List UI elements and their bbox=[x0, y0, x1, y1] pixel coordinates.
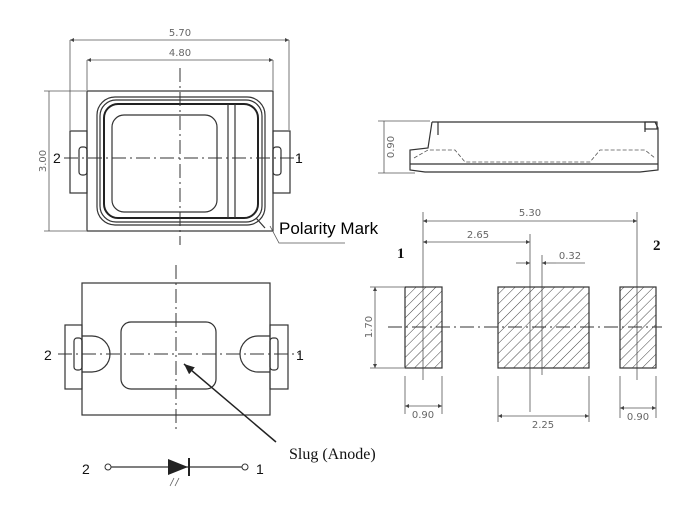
dim-4-80: 4.80 bbox=[169, 48, 191, 59]
dim-2-65: 2.65 bbox=[467, 230, 489, 241]
diode-pin-1: 1 bbox=[256, 461, 264, 477]
pin-1-label: 1 bbox=[295, 150, 303, 166]
dim-0-32: 0.32 bbox=[559, 251, 581, 262]
polarity-mark-label: Polarity Mark bbox=[279, 219, 379, 238]
dim-1-70: 1.70 bbox=[364, 316, 375, 338]
bottom-view: 2 1 Slug (Anode) bbox=[44, 265, 376, 463]
lens bbox=[111, 114, 218, 213]
dim-0-90-thickness: 0.90 bbox=[386, 136, 397, 158]
pin-2-label: 2 bbox=[44, 347, 52, 363]
diode-triangle bbox=[168, 459, 188, 475]
lead-tab-right bbox=[269, 324, 289, 390]
dim-2-25: 2.25 bbox=[532, 420, 554, 431]
pin-1-label: 1 bbox=[296, 347, 304, 363]
dim-0-90-left: 0.90 bbox=[412, 410, 434, 421]
diode-symbol: 2 1 bbox=[82, 458, 264, 487]
slug-anode-label: Slug (Anode) bbox=[289, 446, 376, 463]
diode-pin-2: 2 bbox=[82, 461, 90, 477]
pad-2-label: 2 bbox=[653, 238, 661, 254]
thermal-slug bbox=[120, 321, 217, 390]
dim-3-00: 3.00 bbox=[38, 150, 49, 172]
polarity-leader bbox=[269, 225, 345, 244]
pad-1-label: 1 bbox=[397, 246, 405, 262]
side-view: 0.90 bbox=[378, 120, 659, 174]
dim-5-30: 5.30 bbox=[519, 208, 541, 219]
slug-arrow bbox=[183, 363, 277, 443]
top-view: 5.70 4.80 3.00 2 1 Polarity Mark bbox=[38, 28, 379, 245]
dim-5-70: 5.70 bbox=[169, 28, 191, 39]
pad-footprint: 5.30 2.65 0.32 1 2 1.70 0.90 2.25 0.90 bbox=[364, 208, 662, 431]
dim-0-90-right: 0.90 bbox=[627, 412, 649, 423]
pin-2-label: 2 bbox=[53, 150, 61, 166]
